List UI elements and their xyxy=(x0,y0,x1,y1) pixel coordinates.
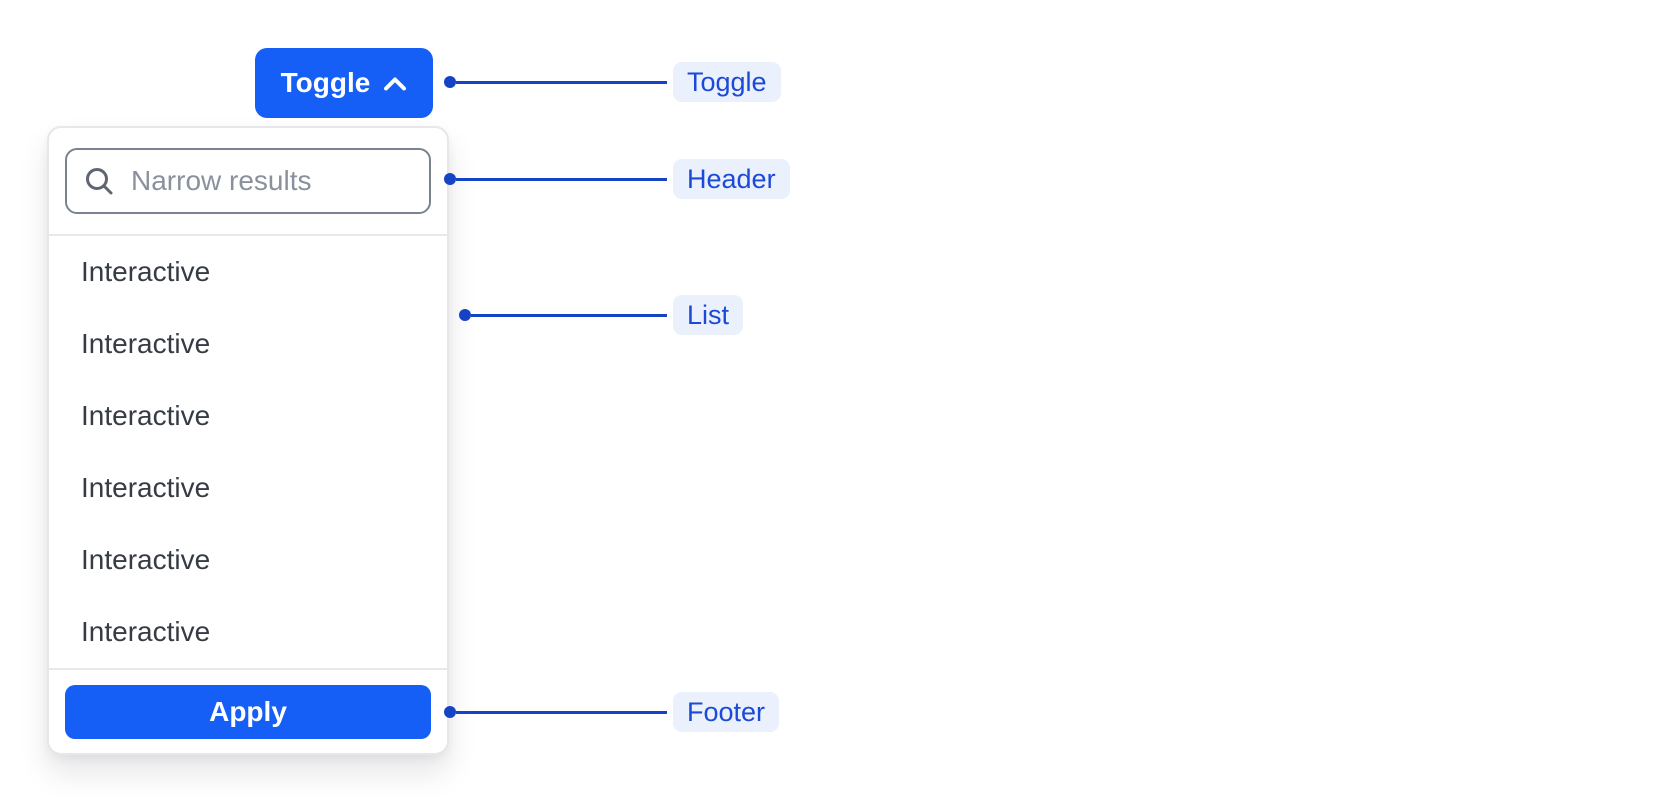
connector-line xyxy=(456,177,667,181)
apply-button[interactable]: Apply xyxy=(65,685,431,739)
search-box[interactable] xyxy=(65,148,431,214)
annotation-label-list: List xyxy=(673,295,744,335)
annotation-header: Header xyxy=(444,159,790,199)
connector-dot xyxy=(444,76,456,88)
annotation-footer: Footer xyxy=(444,692,780,732)
search-icon xyxy=(86,168,113,195)
chevron-up-icon xyxy=(384,77,407,91)
connector-dot xyxy=(444,706,456,718)
annotation-label-footer: Footer xyxy=(673,692,780,732)
annotation-toggle: Toggle xyxy=(444,62,781,102)
annotation-list: List xyxy=(459,295,744,335)
dropdown-list: Interactive Interactive Interactive Inte… xyxy=(49,236,447,670)
connector-dot xyxy=(444,173,456,185)
toggle-button-label: Toggle xyxy=(280,67,371,98)
list-item[interactable]: Interactive xyxy=(81,472,211,503)
dropdown-header xyxy=(49,128,447,236)
list-item[interactable]: Interactive xyxy=(81,328,211,359)
annotation-label-header: Header xyxy=(673,159,790,199)
toggle-button[interactable]: Toggle xyxy=(255,48,433,118)
search-input[interactable] xyxy=(129,164,413,198)
list-item[interactable]: Interactive xyxy=(81,616,211,647)
connector-line xyxy=(456,710,667,714)
dropdown-panel: Interactive Interactive Interactive Inte… xyxy=(47,126,449,755)
connector-line xyxy=(456,80,667,84)
connector-line xyxy=(471,313,667,317)
list-item[interactable]: Interactive xyxy=(81,256,211,287)
connector-dot xyxy=(459,309,471,321)
annotation-label-toggle: Toggle xyxy=(673,62,781,102)
list-item[interactable]: Interactive xyxy=(81,544,211,575)
dropdown-footer: Apply xyxy=(49,670,447,754)
list-item[interactable]: Interactive xyxy=(81,400,211,431)
